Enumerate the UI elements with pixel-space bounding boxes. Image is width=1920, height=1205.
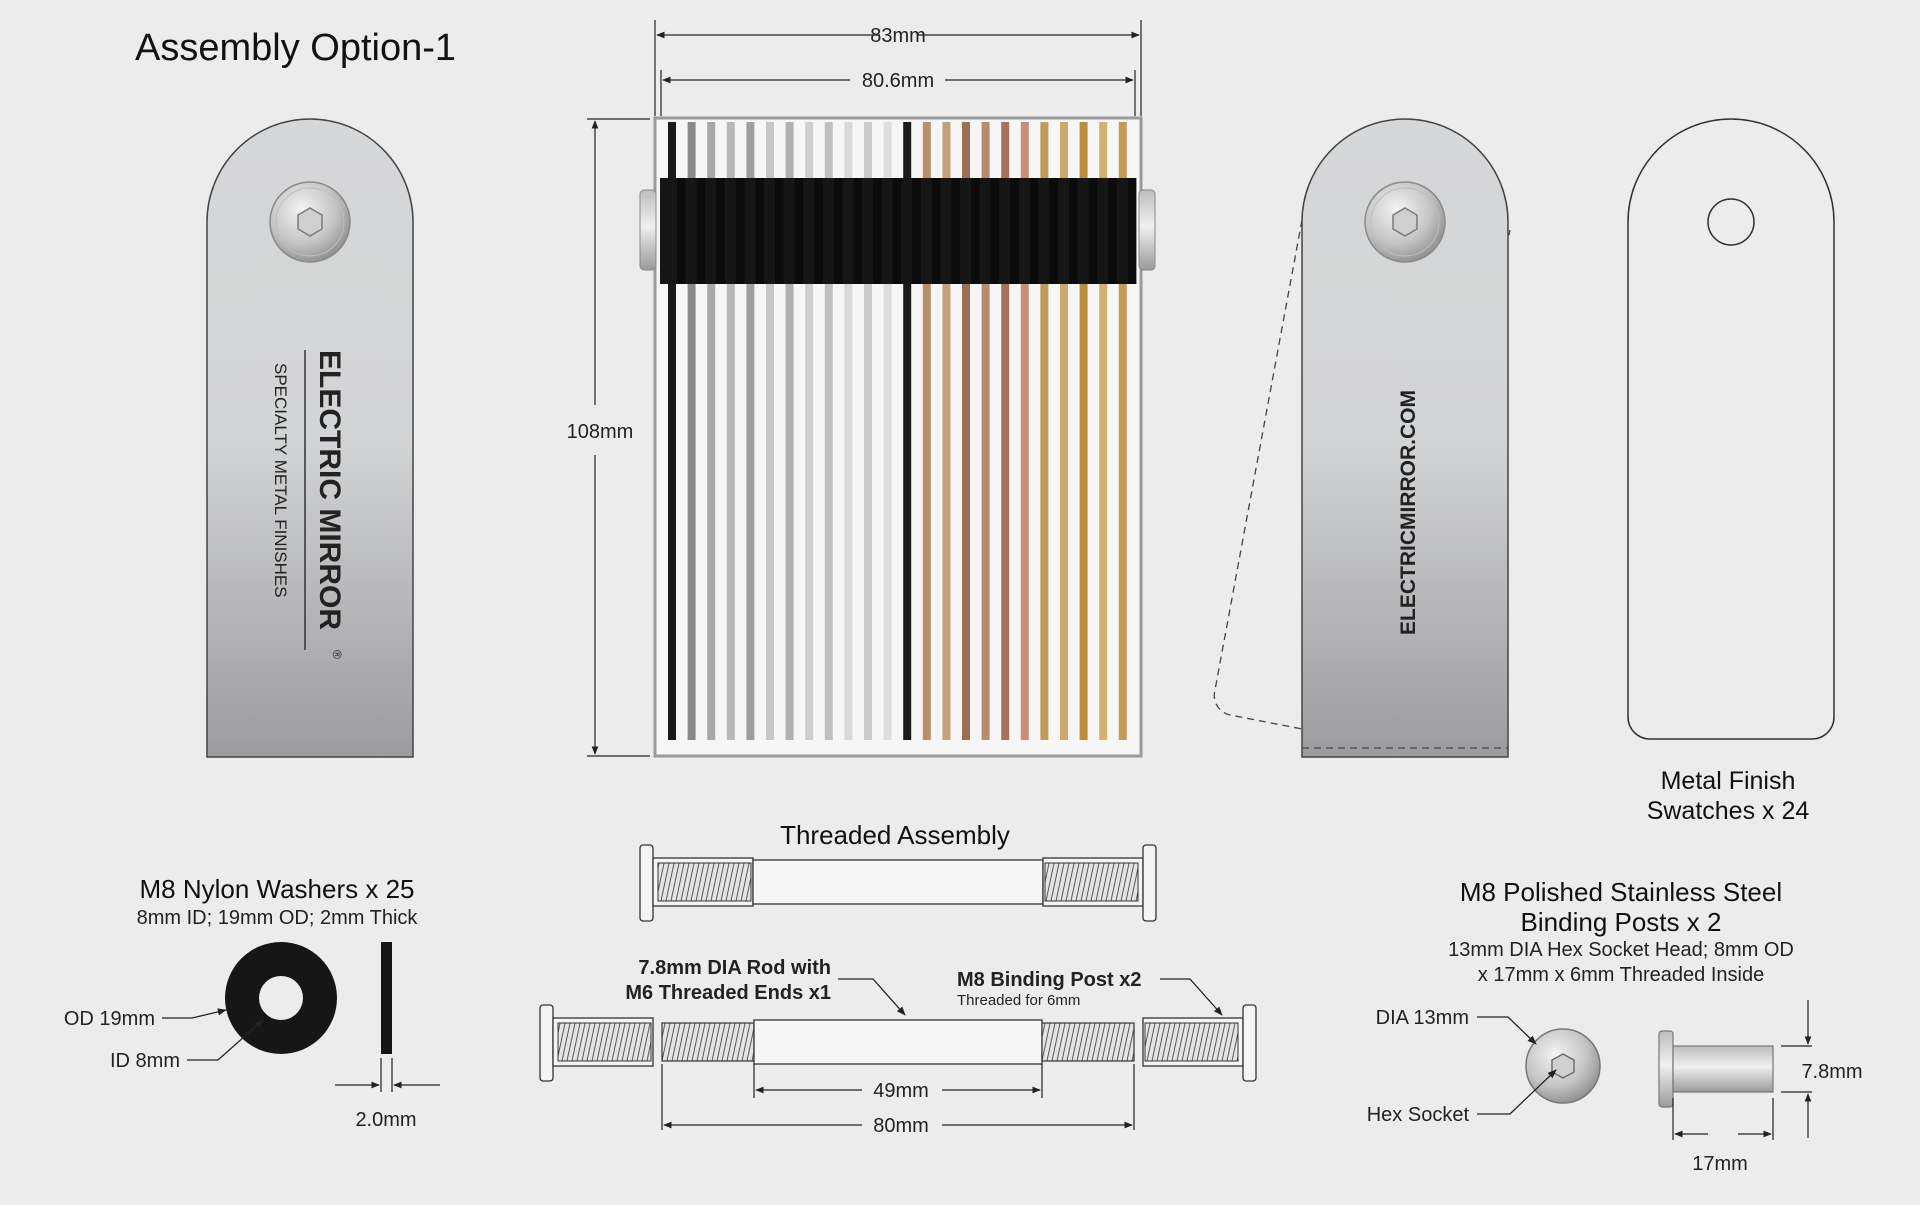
swatch-strip: [903, 122, 912, 740]
washer-slice: [912, 178, 921, 284]
washer-slice: [873, 178, 882, 284]
brand-tagline: SPECIALTY METAL FINISHES: [271, 363, 290, 598]
washer-slice: [814, 178, 823, 284]
swatch-strip: [1118, 122, 1127, 740]
rod-callout-2: M6 Threaded Ends x1: [625, 982, 831, 1004]
posts-title-1: M8 Polished Stainless Steel: [1460, 877, 1782, 907]
hex-screw-icon: [1364, 181, 1446, 263]
post-length-label: 17mm: [1692, 1153, 1748, 1175]
washer-slice: [990, 178, 1000, 284]
swatch-strip: [1099, 122, 1108, 740]
washer-slice: [677, 178, 686, 284]
washer-slice: [892, 178, 902, 284]
washers-section: M8 Nylon Washers x 25 8mm ID; 19mm OD; 2…: [64, 874, 440, 1131]
posts-spec-2: x 17mm x 6mm Threaded Inside: [1478, 964, 1764, 986]
socket-label: Hex Socket: [1367, 1104, 1470, 1126]
swatch-strip: [1079, 122, 1088, 740]
threaded-assembly: Threaded Assembly: [639, 820, 1157, 922]
swatch-strip: [726, 122, 735, 740]
brand-name: ELECTRIC MIRROR: [313, 350, 346, 630]
swatch-strip: [766, 122, 774, 740]
swatch-bundle: [639, 116, 1156, 758]
exploded-assembly: 7.8mm DIA Rod with M6 Threaded Ends x1 M…: [539, 957, 1257, 1137]
rod-callout-1: 7.8mm DIA Rod with: [638, 957, 831, 979]
swatch-strip: [864, 122, 872, 740]
washer-slice: [853, 178, 862, 284]
swatch-card-label-1: Metal Finish: [1661, 767, 1796, 795]
swatch-strip: [962, 122, 970, 740]
swatch-strip: [707, 122, 716, 740]
washer-slice: [794, 178, 804, 284]
washer-slice: [951, 178, 960, 284]
washer-slice: [833, 178, 843, 284]
fob-right: ELECTRICMIRROR.COM: [1213, 118, 1511, 758]
dimension-inner-width: 80.6mm: [660, 70, 1136, 116]
post-diameter-label: 7.8mm: [1801, 1061, 1862, 1083]
washers-subtitle: 8mm ID; 19mm OD; 2mm Thick: [137, 907, 419, 929]
washer-side-view: [381, 942, 392, 1054]
swatch-strip: [883, 122, 892, 740]
washer-slice: [1088, 178, 1098, 284]
swatch-strip: [844, 122, 853, 740]
washer-slice: [1127, 178, 1137, 284]
washer-slice: [1010, 178, 1019, 284]
washer-slice: [735, 178, 745, 284]
posts-spec-1: 13mm DIA Hex Socket Head; 8mm OD: [1448, 939, 1794, 961]
posts-title-2: Binding Posts x 2: [1521, 907, 1722, 937]
binding-posts-section: M8 Polished Stainless Steel Binding Post…: [1367, 877, 1863, 1175]
swatch-strip: [922, 122, 931, 740]
swatch-strip: [824, 122, 833, 740]
fob-left: ELECTRIC MIRROR ® SPECIALTY METAL FINISH…: [206, 118, 414, 758]
swatch-strip: [746, 122, 755, 740]
id-label: ID 8mm: [110, 1050, 180, 1072]
swatch-strip: [1001, 122, 1010, 740]
height-label: 108mm: [567, 421, 634, 443]
washer-slice: [716, 178, 725, 284]
swatch-strip: [1020, 122, 1029, 740]
swatch-card: Metal Finish Swatches x 24: [1627, 118, 1835, 825]
washer-slice: [1069, 178, 1078, 284]
swatch-strip: [981, 122, 990, 740]
swatch-card-label-2: Swatches x 24: [1647, 797, 1810, 825]
binding-post-side-view: [1658, 1030, 1774, 1108]
dia-label: DIA 13mm: [1376, 1007, 1469, 1029]
post-callout-sub: Threaded for 6mm: [957, 992, 1080, 1009]
washer-slice: [1029, 178, 1039, 284]
swatch-strip: [942, 122, 951, 740]
inner-width-label: 80.6mm: [862, 70, 934, 92]
swatch-strip: [805, 122, 814, 740]
swatch-strip: [1040, 122, 1049, 740]
hex-screw-icon: [269, 181, 351, 263]
washer-slice: [1108, 178, 1117, 284]
washer-slice: [775, 178, 784, 284]
thickness-label: 2.0mm: [355, 1109, 416, 1131]
swatch-strip: [687, 122, 696, 740]
post-callout: M8 Binding Post x2: [957, 969, 1141, 991]
washer-slice: [755, 178, 764, 284]
swatch-strip: [785, 122, 794, 740]
washer-slice: [931, 178, 941, 284]
dimension-height: 108mm: [567, 118, 650, 757]
rod-length-label: 49mm: [873, 1080, 929, 1102]
dimension-outer-width: 83mm: [654, 20, 1142, 116]
washer-band: [660, 178, 1137, 284]
washer-icon: [225, 942, 337, 1054]
swatch-strip: [668, 122, 676, 740]
washer-slice: [971, 178, 980, 284]
website-label: ELECTRICMIRROR.COM: [1397, 390, 1420, 635]
registered-mark: ®: [330, 650, 344, 659]
swatch-strip: [1060, 122, 1068, 740]
outer-width-label: 83mm: [870, 25, 926, 47]
washer-slice: [1049, 178, 1058, 284]
hex-socket-icon: [1525, 1028, 1601, 1104]
od-label: OD 19mm: [64, 1008, 155, 1030]
total-length-label: 80mm: [873, 1115, 929, 1137]
threaded-assembly-title: Threaded Assembly: [780, 820, 1010, 850]
washer-slice: [696, 178, 706, 284]
washers-title: M8 Nylon Washers x 25: [139, 874, 414, 904]
swatch-strips: [668, 122, 1127, 740]
page-title: Assembly Option-1: [135, 27, 456, 69]
